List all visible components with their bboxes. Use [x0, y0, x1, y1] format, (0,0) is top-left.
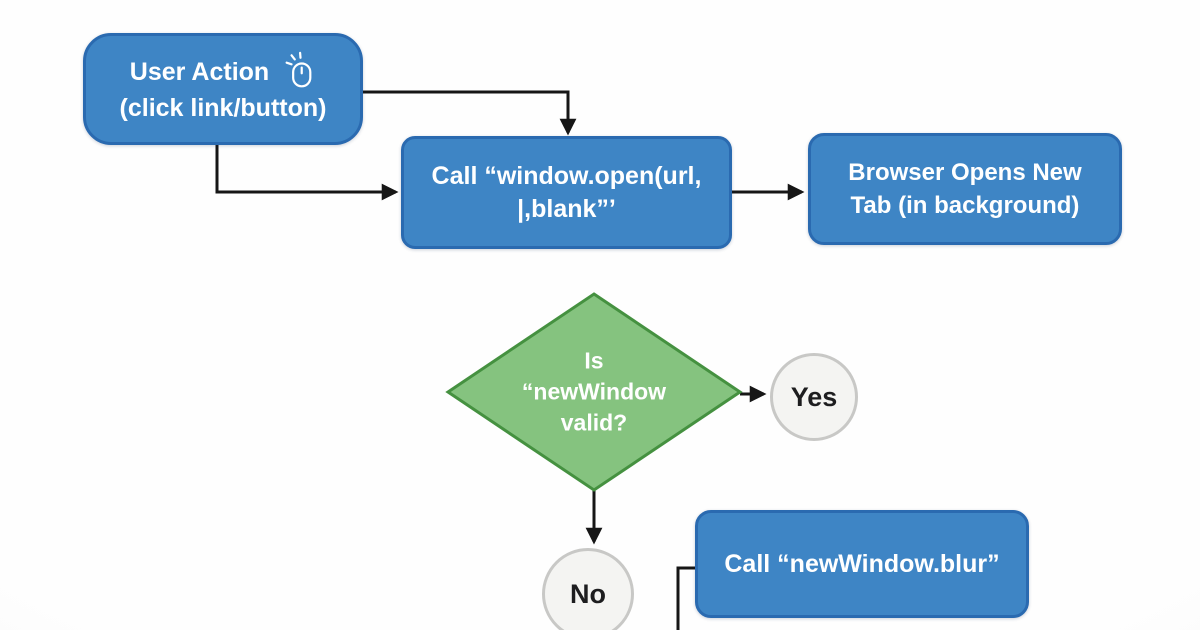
call-new-window-blur-label: Call “newWindow.blur” [724, 549, 1000, 578]
user-action-title: User Action [129, 58, 270, 86]
mouse-click-icon [285, 51, 312, 88]
no-label: No [570, 578, 606, 609]
node-call-window-open: Call “window.open(url, |,blank”’ [401, 136, 732, 249]
terminal-no: No [542, 548, 634, 630]
user-action-subtitle: (click link/button) [119, 94, 327, 122]
decision-new-window-valid-label: Is “newWindow valid? [521, 347, 667, 436]
connector-user-action-to-window-open-top [362, 90, 577, 136]
decision-diamond-shape [445, 292, 743, 492]
yes-label: Yes [790, 381, 838, 412]
node-browser-opens-tab: Browser Opens New Tab (in background) [808, 133, 1122, 245]
connector-user-action-to-window-open-left [215, 145, 399, 201]
connector-blur-box-down-offscreen [676, 566, 695, 630]
node-user-action: User Action (click link/button) [83, 33, 363, 145]
node-call-new-window-blur: Call “newWindow.blur” [695, 510, 1029, 618]
call-window-open-label: Call “window.open(url, |,blank”’ [431, 161, 702, 223]
terminal-yes: Yes [770, 353, 858, 441]
browser-opens-tab-label: Browser Opens New Tab (in background) [848, 159, 1082, 219]
